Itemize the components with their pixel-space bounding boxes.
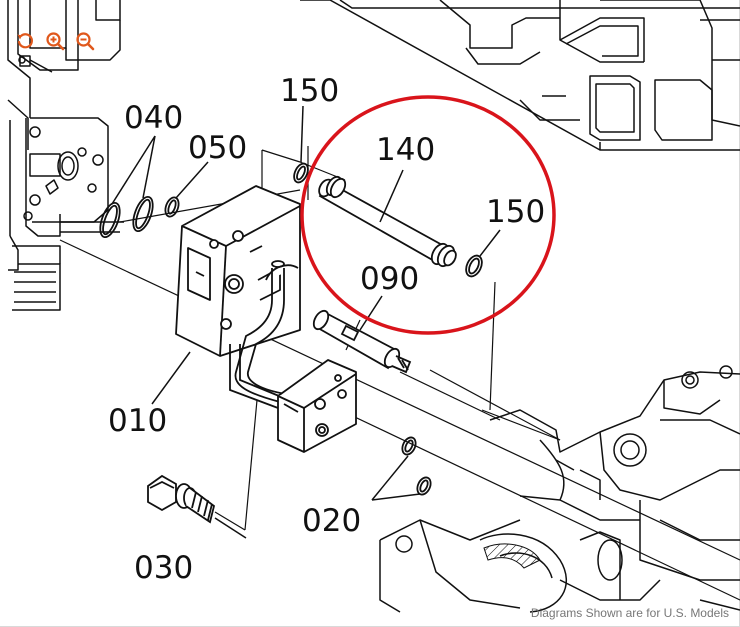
callout-010[interactable]: 010 bbox=[108, 403, 167, 439]
callout-020-text: 020 bbox=[302, 503, 361, 539]
callout-150-right-text: 150 bbox=[486, 194, 545, 230]
callout-090[interactable]: 090 bbox=[360, 261, 419, 297]
zoom-out-button[interactable] bbox=[74, 30, 96, 52]
o-rings-040-050 bbox=[99, 195, 180, 239]
pin-090-drawing bbox=[312, 309, 412, 374]
o-rings-020 bbox=[401, 436, 432, 496]
callout-140-text: 140 bbox=[376, 132, 435, 168]
zoom-out-icon bbox=[76, 32, 95, 51]
zoom-in-button[interactable] bbox=[44, 30, 66, 52]
callout-020[interactable]: 020 bbox=[302, 503, 361, 539]
callout-150-right[interactable]: 150 bbox=[486, 194, 545, 230]
pipe-lines-drawing bbox=[229, 260, 287, 409]
callout-050-text: 050 bbox=[188, 130, 247, 166]
housing-hatch-area bbox=[483, 543, 541, 569]
diagram-toolbar bbox=[14, 30, 96, 52]
lower-housing-drawing bbox=[379, 365, 740, 613]
callout-010-text: 010 bbox=[108, 403, 167, 439]
reset-view-button[interactable] bbox=[14, 30, 36, 52]
callout-040-text: 040 bbox=[124, 100, 183, 136]
assembly-axis-lines bbox=[59, 146, 740, 601]
highlight-circle bbox=[300, 95, 556, 335]
rotate-ccw-icon bbox=[17, 33, 33, 49]
callout-leader-lines bbox=[111, 105, 501, 539]
bolt-030-drawing bbox=[147, 474, 216, 524]
callout-030-text: 030 bbox=[134, 550, 193, 586]
callout-040[interactable]: 040 bbox=[124, 100, 183, 136]
callout-030[interactable]: 030 bbox=[134, 550, 193, 586]
zoom-in-icon bbox=[46, 32, 65, 51]
callout-140[interactable]: 140 bbox=[376, 132, 435, 168]
upper-housing-drawing bbox=[300, 0, 740, 151]
o-rings-150 bbox=[293, 162, 483, 278]
callout-090-text: 090 bbox=[360, 261, 419, 297]
mounting-plate-drawing bbox=[277, 359, 357, 453]
tube-140-drawing bbox=[318, 175, 457, 268]
callout-050[interactable]: 050 bbox=[188, 130, 247, 166]
diagram-footnote: Diagrams Shown are for U.S. Models bbox=[530, 606, 729, 620]
callout-150-upper[interactable]: 150 bbox=[280, 73, 339, 109]
valve-block-010-drawing bbox=[175, 185, 301, 357]
callout-150-upper-text: 150 bbox=[280, 73, 339, 109]
